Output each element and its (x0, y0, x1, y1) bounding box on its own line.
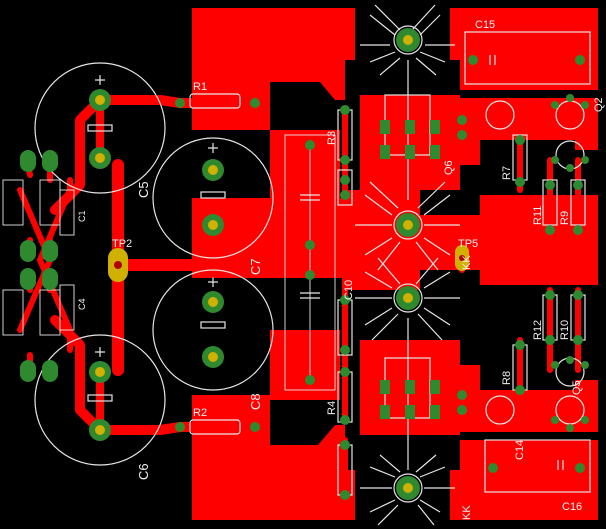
r2-body (189, 419, 241, 435)
trace-upper-loop (95, 95, 260, 108)
pad-big (202, 346, 224, 368)
copper-pour-top-right (450, 8, 598, 90)
c4-body (59, 284, 75, 331)
copper-left-col-lower (270, 330, 340, 400)
cap-plate-3 (200, 191, 226, 199)
heatsink-middle-upper (355, 181, 460, 271)
copper-q-upper (360, 95, 460, 190)
label-r9: R9 (559, 211, 571, 225)
pad-heatsink (396, 286, 420, 310)
pad-heatsink (396, 213, 420, 237)
label-r11: R11 (532, 206, 544, 225)
ref-labels: C5 C6 C7 C8 C10 C14 C15 C16 R1 R2 R3 R4 … (77, 19, 605, 520)
label-r10: R10 (559, 320, 571, 340)
cap-outline-c8 (152, 269, 274, 391)
label-c6: C6 (136, 463, 151, 480)
pad-q-lower (380, 380, 440, 419)
label-r1: R1 (193, 81, 207, 93)
label-r7: R7 (501, 166, 513, 180)
pad-diodes (20, 150, 58, 382)
r-upper-small (337, 169, 353, 206)
label-c14: C14 (514, 440, 526, 460)
heatsink-middle-lower (355, 257, 460, 341)
copper-pour-top (192, 8, 355, 130)
label-kk2: KK (461, 255, 473, 270)
label-tp2: TP2 (112, 238, 132, 250)
pad-big (89, 89, 111, 111)
label-r2: R2 (193, 407, 207, 419)
pad-big (202, 159, 224, 181)
copper-pour-middle (192, 190, 598, 290)
diode-body-3 (2, 289, 24, 336)
label-c5: C5 (136, 181, 151, 198)
pads (20, 28, 589, 500)
label-c1: C1 (77, 210, 87, 222)
cap-outline-c5 (152, 137, 274, 259)
cap-outline-c5-left (34, 62, 166, 194)
cap-plate-1 (87, 124, 113, 132)
polarity-marks (87, 55, 564, 470)
c1-body (59, 189, 75, 236)
label-c4: C4 (77, 298, 87, 310)
diode-body-1 (2, 179, 24, 226)
trace-r12-r10 (547, 287, 581, 373)
label-r8: R8 (501, 371, 513, 385)
r1-body (189, 93, 241, 109)
label-q6: Q6 (443, 160, 455, 175)
plus-mark-1 (95, 75, 105, 85)
pad-tp2 (108, 248, 128, 282)
pad-big (202, 291, 224, 313)
q-left-upper-outline (485, 100, 515, 130)
heatsink-lower (360, 454, 455, 526)
label-q2: Q2 (593, 97, 605, 112)
label-c8: C8 (248, 393, 263, 410)
heatsink-upper (360, 4, 455, 76)
pad-tp5 (455, 245, 469, 271)
plus-mark-4 (208, 277, 218, 287)
label-q5: Q5 (571, 380, 583, 395)
copper-left-col-upper (270, 130, 340, 200)
pad-small (175, 55, 589, 500)
label-c7: C7 (248, 258, 263, 275)
c15-outline (464, 31, 591, 85)
c7-box (284, 134, 336, 391)
plus-mark-2 (95, 347, 105, 357)
pad-heatsink (396, 28, 420, 52)
c16-outline (484, 439, 591, 493)
label-c10: C10 (343, 280, 355, 300)
pad-big (89, 147, 111, 169)
pad-heatsink (396, 476, 420, 500)
pad-big (202, 214, 224, 236)
cap-plate-4 (200, 321, 226, 329)
pad-big (89, 361, 111, 383)
trace-right-lower (456, 406, 579, 424)
label-r3: R3 (326, 131, 338, 145)
label-kk: KK (461, 505, 473, 520)
q-left-lower-outline (485, 395, 515, 425)
label-r4: R4 (326, 401, 338, 415)
copper-pour-bottom-right (450, 440, 598, 520)
pad-big (89, 419, 111, 441)
cap-plate-2 (87, 394, 113, 402)
trace-lower-loop (95, 422, 260, 435)
pad-q-upper (380, 120, 440, 159)
label-c16: C16 (562, 501, 582, 513)
label-tp5: TP5 (458, 238, 478, 250)
cap-outline-c6 (34, 334, 166, 466)
plus-mark-3 (208, 143, 218, 153)
trace-lower-left (50, 315, 105, 435)
label-r12: R12 (532, 320, 544, 340)
label-c15: C15 (475, 19, 495, 31)
